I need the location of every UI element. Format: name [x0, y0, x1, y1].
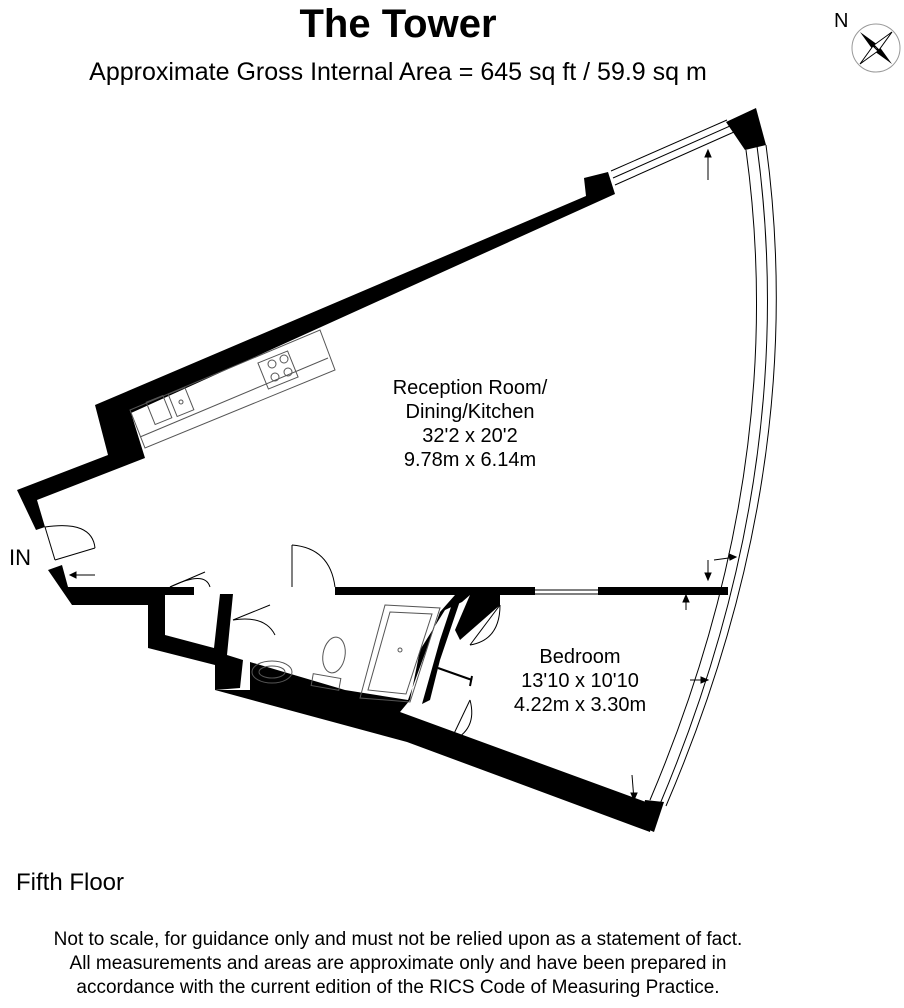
- compass-rose-icon: [851, 23, 901, 73]
- bedroom-partition: [455, 595, 500, 640]
- kitchen-counter: [129, 329, 336, 449]
- floor-name: Fifth Floor: [16, 869, 125, 896]
- kitchen-sink-icon: [145, 386, 195, 426]
- reception-dimensions-metric: 9.78m x 6.14m: [403, 449, 537, 471]
- measure-arrows: [630, 148, 738, 802]
- reception-room-label: Reception Room/ Dining/Kitchen 32'2 x 20…: [350, 376, 590, 472]
- disclaimer-line2: All measurements and areas are approxima…: [69, 953, 727, 974]
- outer-wall-south: [215, 662, 654, 832]
- reception-name-line2: Dining/Kitchen: [405, 401, 535, 423]
- bathroom-wall-2: [422, 595, 462, 704]
- internal-wall-horizontal-3: [598, 587, 728, 595]
- kitchen-hob-icon: [257, 350, 299, 390]
- plan-title: The Tower: [299, 2, 497, 46]
- outer-wall-west-lower: [48, 565, 243, 690]
- entrance-label: IN: [9, 545, 31, 570]
- reception-dimensions-imperial: 32'2 x 20'2: [422, 425, 518, 447]
- basin-icon: [251, 660, 293, 684]
- compass-north-letter: N: [834, 10, 849, 32]
- outer-wall-north: [17, 172, 615, 530]
- reception-name-line1: Reception Room/: [392, 377, 548, 399]
- internal-doors: [169, 544, 598, 743]
- toilet-icon: [310, 636, 346, 691]
- disclaimer-line1: Not to scale, for guidance only and must…: [53, 929, 743, 950]
- bedroom-dimensions-metric: 4.22m x 3.30m: [513, 694, 647, 716]
- curved-window-wall: [649, 144, 777, 807]
- corner-pillar: [726, 108, 766, 150]
- disclaimer-line3: accordance with the current edition of t…: [76, 977, 720, 998]
- entrance-door: [44, 525, 96, 561]
- entrance-arrow-icon: [68, 571, 95, 579]
- internal-wall-horizontal: [160, 587, 194, 595]
- bedroom-label: Bedroom 13'10 x 10'10 4.22m x 3.30m: [480, 645, 680, 717]
- bedroom-name: Bedroom: [539, 646, 621, 668]
- disclaimer: Not to scale, for guidance only and must…: [0, 928, 796, 1000]
- gross-area-text: Approximate Gross Internal Area = 645 sq…: [89, 58, 707, 86]
- wardrobe-rail: [437, 667, 473, 687]
- compass: N: [830, 10, 904, 74]
- window-top: [610, 119, 735, 186]
- internal-wall-horizontal-2: [335, 587, 535, 595]
- bathroom-wall: [345, 595, 470, 712]
- bath-icon: [359, 604, 441, 703]
- bedroom-dimensions-imperial: 13'10 x 10'10: [521, 670, 639, 692]
